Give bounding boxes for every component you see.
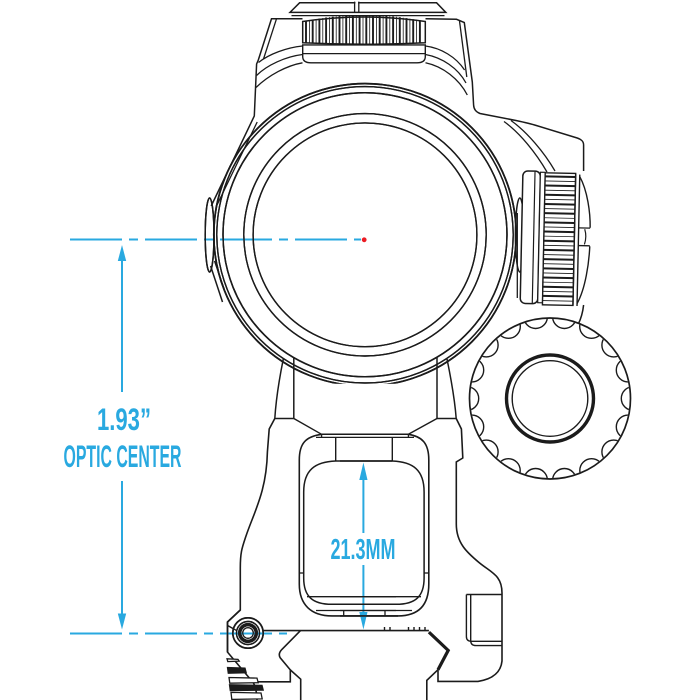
svg-text:OPTIC CENTER: OPTIC CENTER — [64, 438, 182, 474]
svg-text:21.3MM: 21.3MM — [331, 534, 396, 566]
svg-text:1.93”: 1.93” — [97, 401, 151, 437]
